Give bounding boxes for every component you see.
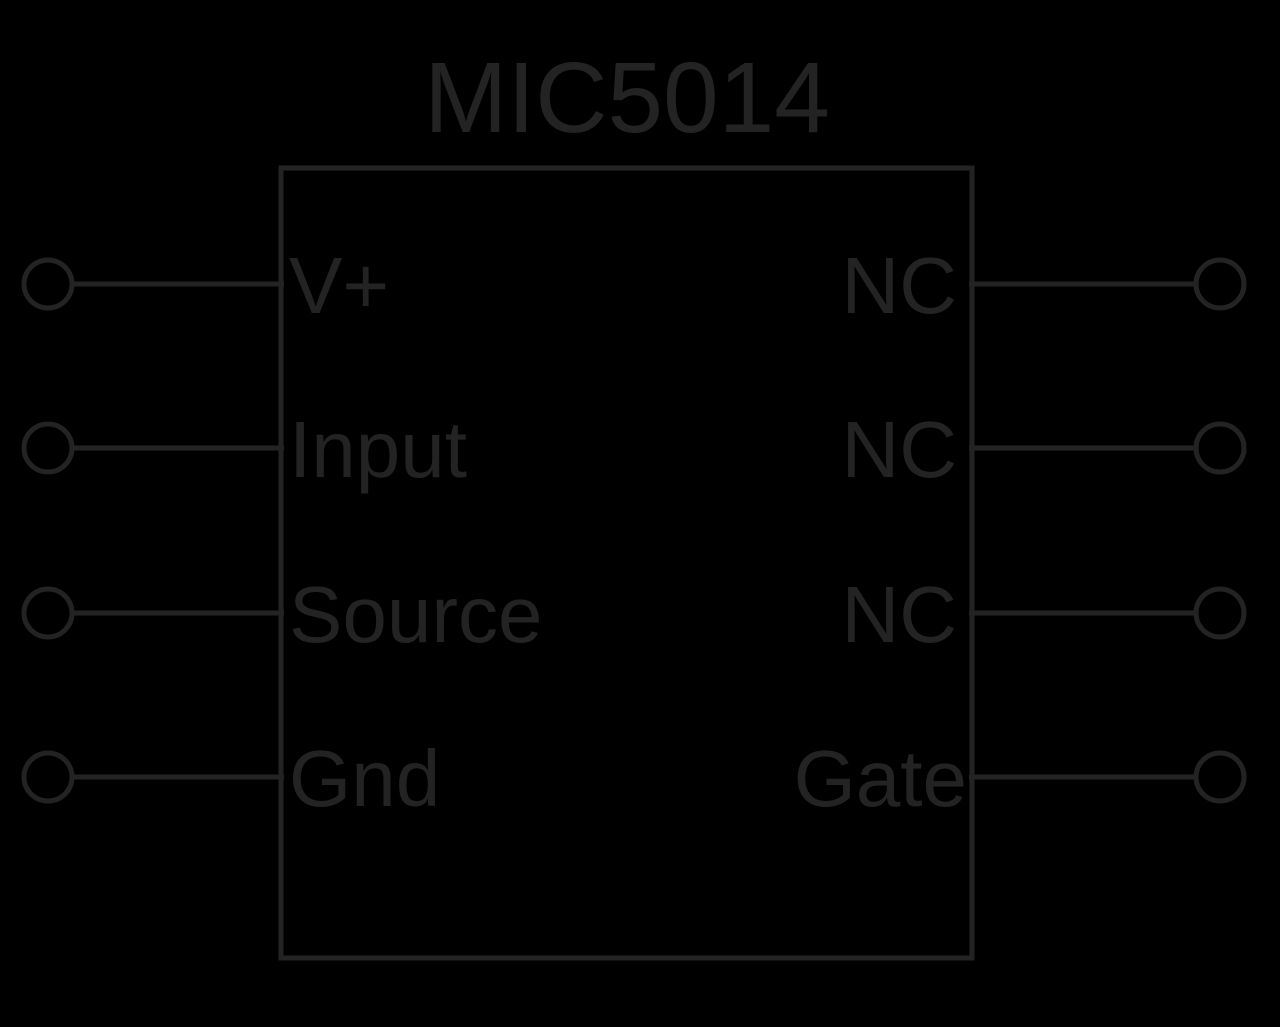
pin-label-nc-2: NC <box>841 405 957 494</box>
pin-row-4: Gnd Gate <box>21 734 1247 823</box>
pin-label-source: Source <box>289 570 542 659</box>
pin-label-nc-1: NC <box>841 241 957 330</box>
chip-title: MIC5014 <box>424 42 830 154</box>
pin-label-v-plus: V+ <box>289 241 389 330</box>
pin-terminal-right-3 <box>1193 586 1247 640</box>
pin-terminal-right-1 <box>1193 257 1247 311</box>
pin-terminal-left-2 <box>21 421 75 475</box>
pin-row-2: Input NC <box>21 405 1247 494</box>
pin-terminal-left-3 <box>21 586 75 640</box>
pin-terminal-left-4 <box>21 750 75 804</box>
pin-label-gnd: Gnd <box>289 734 440 823</box>
pin-label-input: Input <box>289 405 467 494</box>
pin-terminal-right-4 <box>1193 750 1247 804</box>
pin-row-1: V+ NC <box>21 241 1247 330</box>
pin-label-gate: Gate <box>794 734 967 823</box>
chip-body-outline <box>278 165 975 961</box>
pin-label-nc-3: NC <box>841 570 957 659</box>
pin-row-3: Source NC <box>21 570 1247 659</box>
pin-terminal-left-1 <box>21 257 75 311</box>
pin-terminal-right-2 <box>1193 421 1247 475</box>
